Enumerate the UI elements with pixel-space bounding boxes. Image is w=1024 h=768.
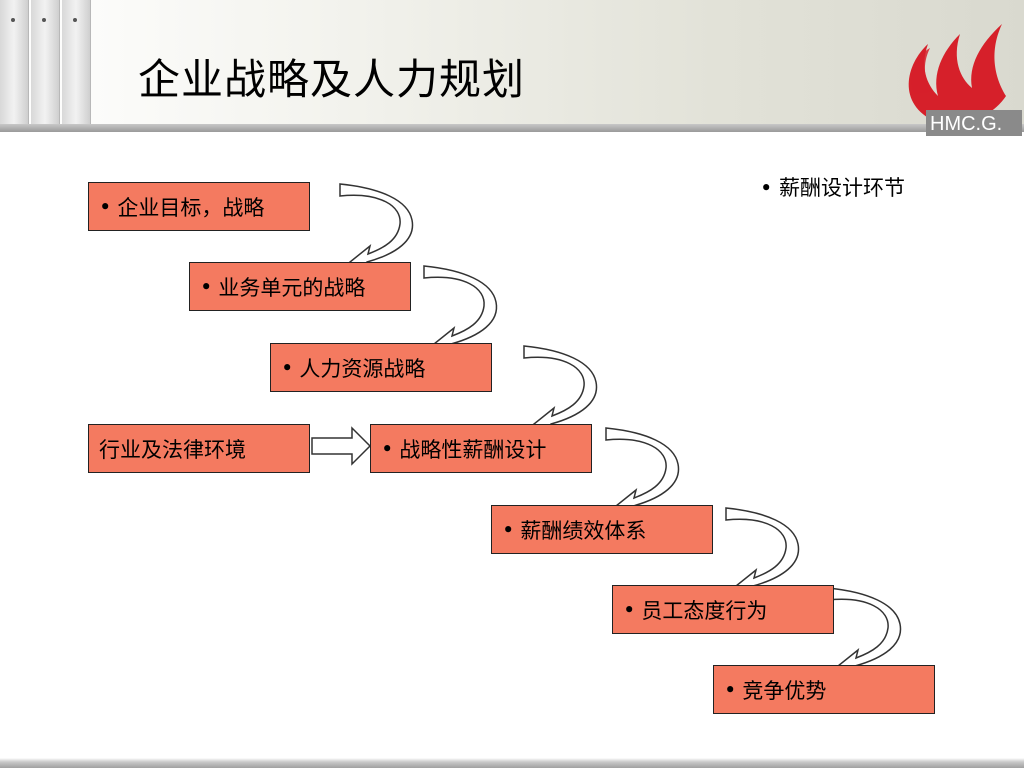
step-box-hr-strategy: • 人力资源战略 (270, 343, 492, 392)
step-label: 薪酬绩效体系 (520, 518, 647, 543)
header-divider (0, 124, 1024, 132)
strip-dot (73, 18, 77, 22)
header-strip (0, 0, 29, 126)
curved-arrow (339, 183, 414, 273)
curved-arrow (725, 507, 800, 597)
curved-arrow (605, 427, 680, 517)
footer-divider (0, 758, 1024, 768)
header-strip (31, 0, 60, 126)
bullet: • (381, 436, 394, 461)
curved-arrow (523, 345, 598, 435)
curved-arrow (423, 265, 498, 355)
step-label: 竞争优势 (742, 678, 827, 703)
bullet: • (200, 274, 213, 299)
step-box-employee-behavior: • 员工态度行为 (612, 585, 834, 634)
strip-dot (42, 18, 46, 22)
step-box-corporate-strategy: • 企业目标，战略 (88, 182, 310, 231)
step-label: 战略性薪酬设计 (399, 437, 547, 462)
note-text: • 薪酬设计环节 (760, 176, 906, 200)
header-strip (62, 0, 91, 126)
bullet: • (502, 517, 515, 542)
step-box-strategic-pay-design: • 战略性薪酬设计 (370, 424, 592, 473)
bullet: • (99, 194, 112, 219)
side-input-box: 行业及法律环境 (88, 424, 310, 473)
bullet: • (281, 355, 294, 380)
header-bar (0, 0, 1024, 128)
hmcg-logo: HMC.G. (908, 24, 1022, 136)
step-label: 人力资源战略 (299, 356, 426, 381)
curved-arrow (827, 587, 902, 677)
bullet: • (623, 597, 636, 622)
slide-title: 企业战略及人力规划 (138, 55, 526, 104)
step-box-pay-performance-system: • 薪酬绩效体系 (491, 505, 713, 554)
step-box-competitive-advantage: • 竞争优势 (713, 665, 935, 714)
step-label: 业务单元的战略 (218, 275, 366, 300)
logo-text: HMC.G. (930, 113, 1002, 135)
step-label: 员工态度行为 (641, 598, 768, 623)
header-decoration (0, 0, 95, 126)
side-input-label: 行业及法律环境 (99, 437, 246, 462)
strip-dot (11, 18, 15, 22)
step-label: 企业目标，战略 (117, 195, 265, 220)
bullet: • (724, 677, 737, 702)
step-box-business-unit-strategy: • 业务单元的战略 (189, 262, 411, 311)
straight-arrow (311, 426, 372, 466)
